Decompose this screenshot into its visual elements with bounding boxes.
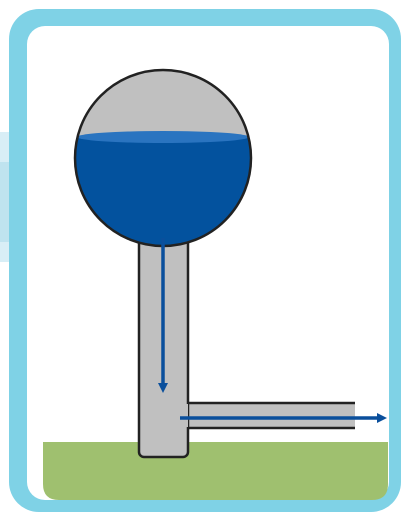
pipe-junction	[170, 404, 188, 427]
water-surface	[77, 131, 249, 143]
ground	[43, 442, 388, 500]
outflow-pipe	[170, 403, 356, 428]
